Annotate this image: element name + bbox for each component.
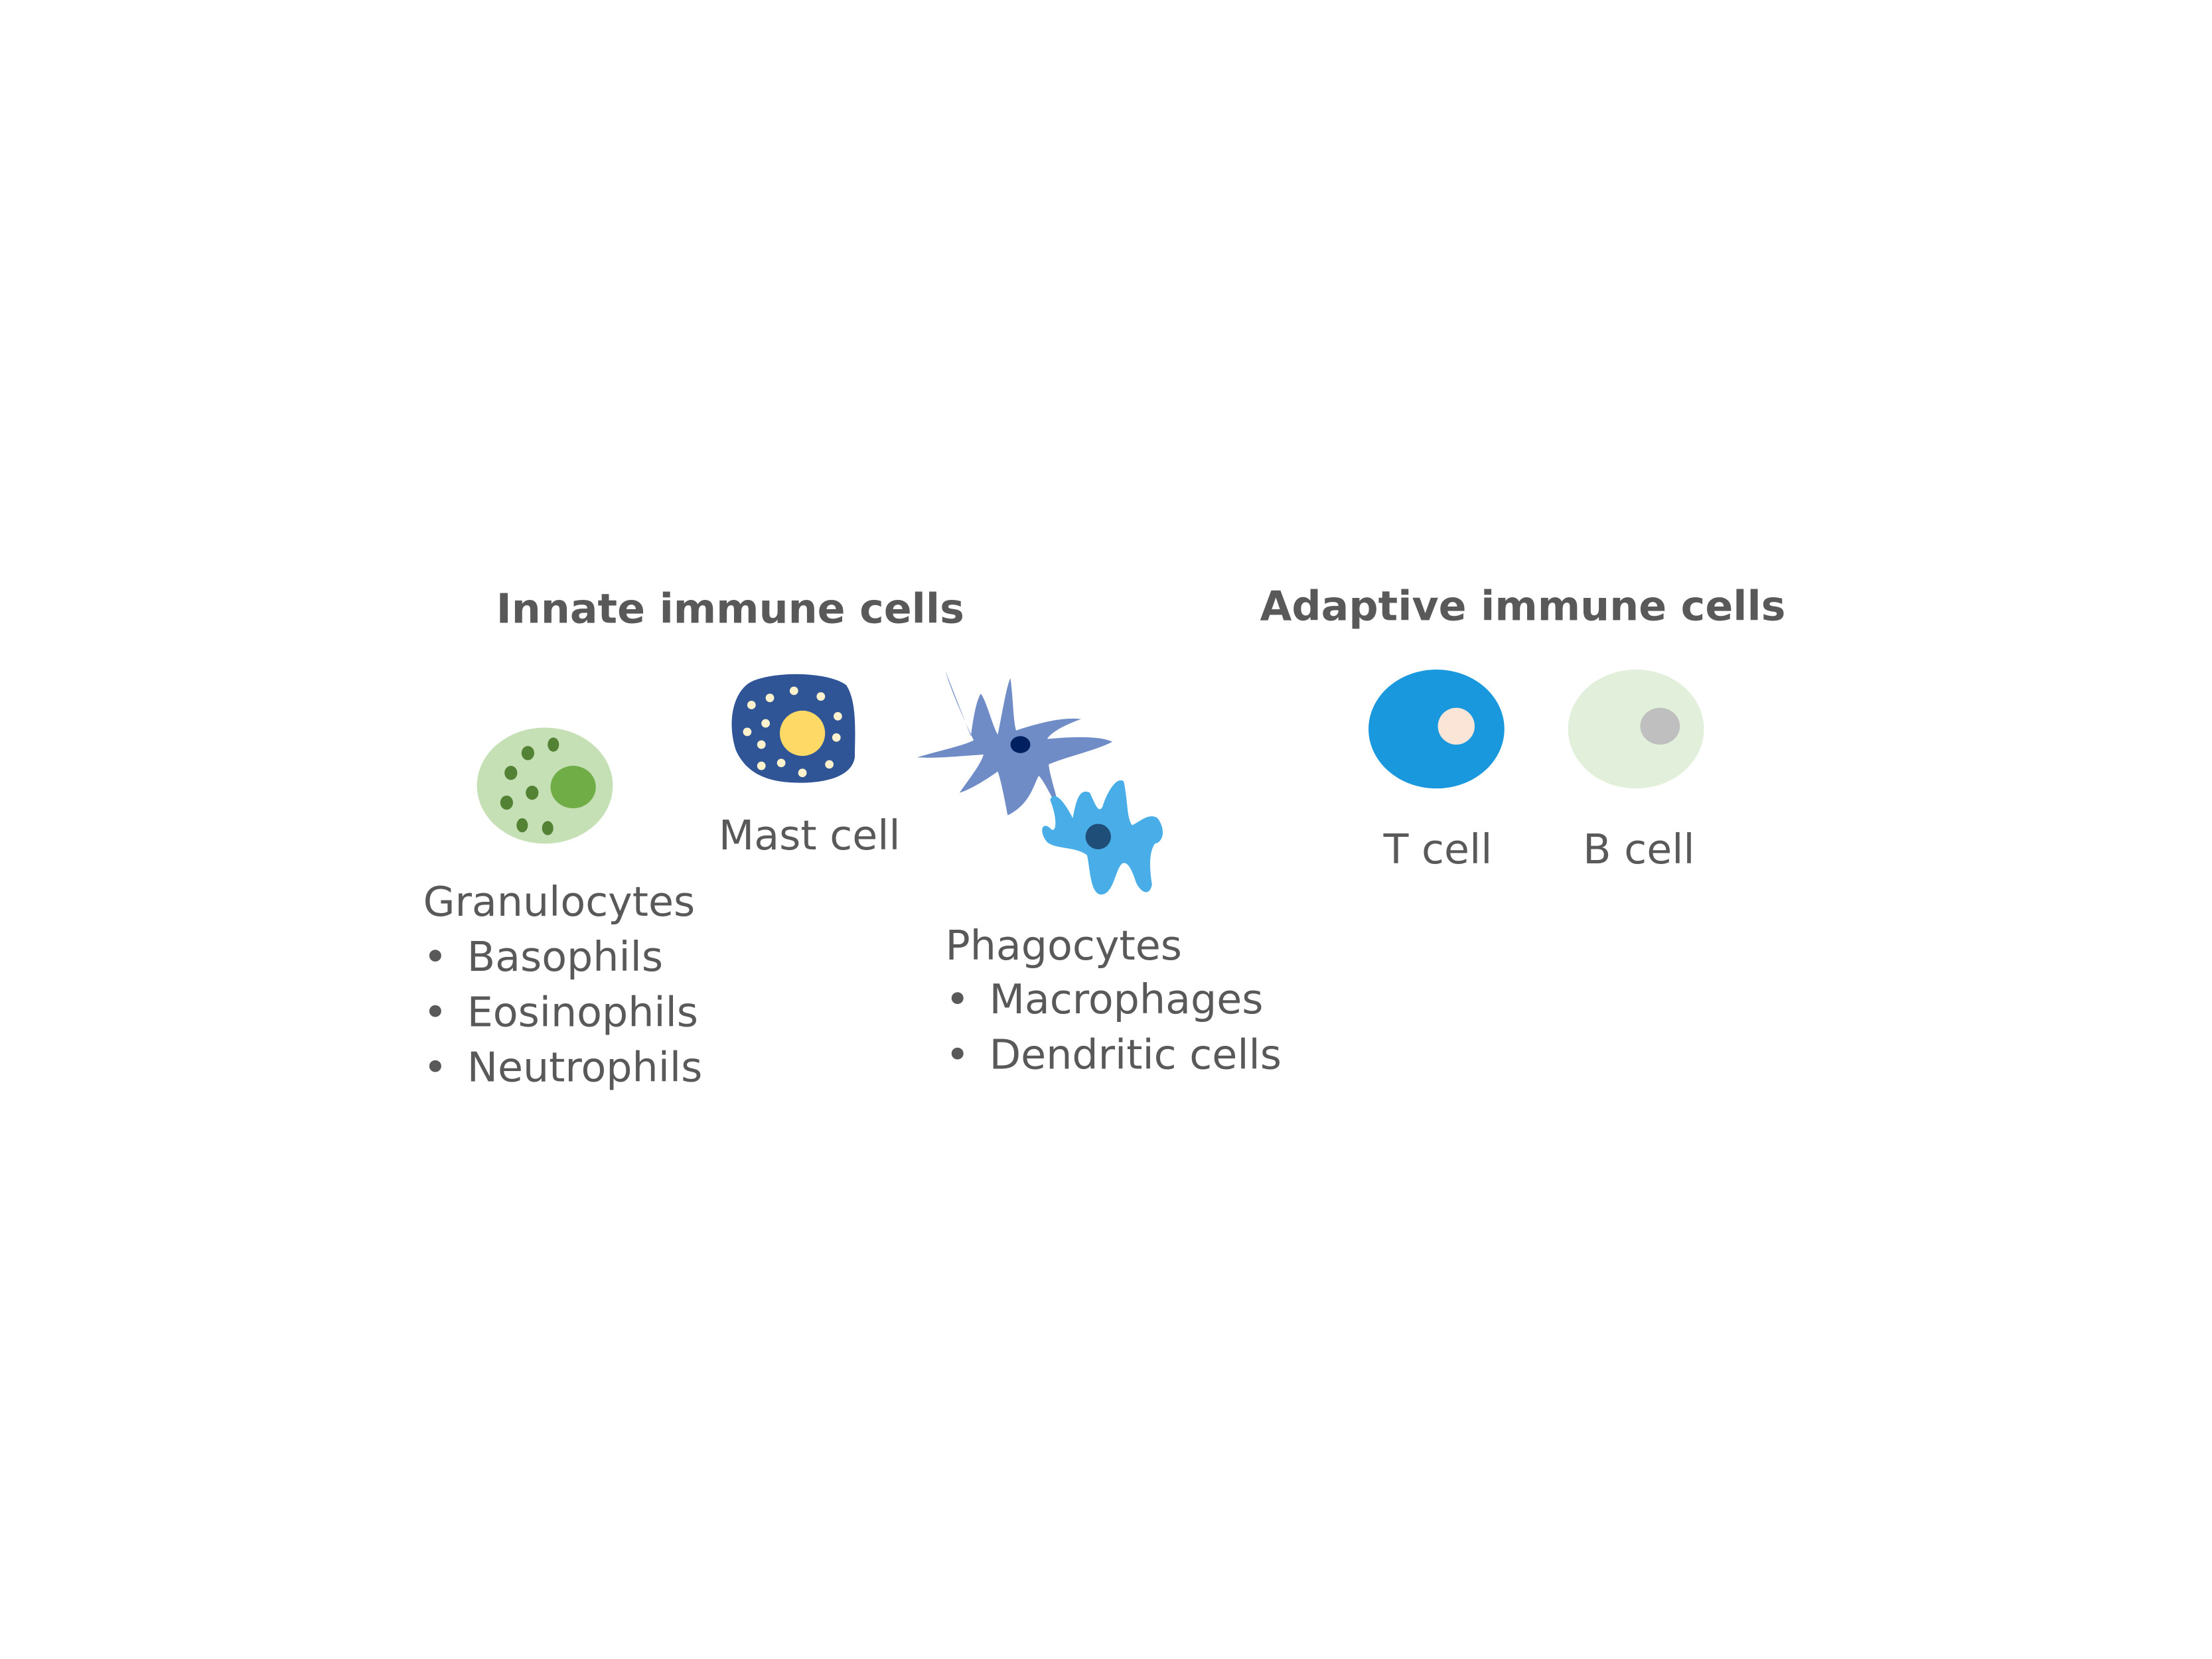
dendritic-cell-icon [917,671,1113,816]
bullet: • [423,1044,447,1092]
granulocyte-icon [477,727,613,844]
phagocytes-title: Phagocytes [945,922,1182,970]
mast-cell-icon [731,674,855,783]
mast-cell-label: Mast cell [719,812,901,859]
list-item-macrophages: Macrophages [990,975,1264,1023]
granulocytes-title: Granulocytes [423,878,696,926]
list-item-eosinophils: Eosinophils [467,988,698,1036]
list-item-dendritic-cells: Dendritic cells [990,1031,1282,1078]
bullet: • [945,975,969,1023]
t-cell-icon [1368,670,1505,789]
bullet: • [423,933,447,981]
adaptive-heading: Adaptive immune cells [1260,582,1786,630]
bullet: • [423,988,447,1036]
bullet: • [945,1031,969,1078]
list-item-basophils: Basophils [467,933,663,981]
b-cell-icon [1568,670,1704,789]
macrophage-icon [1042,780,1163,895]
innate-heading: Innate immune cells [496,585,964,633]
b-cell-label: B cell [1583,826,1694,873]
list-item-neutrophils: Neutrophils [467,1044,703,1092]
t-cell-label: T cell [1383,826,1493,873]
